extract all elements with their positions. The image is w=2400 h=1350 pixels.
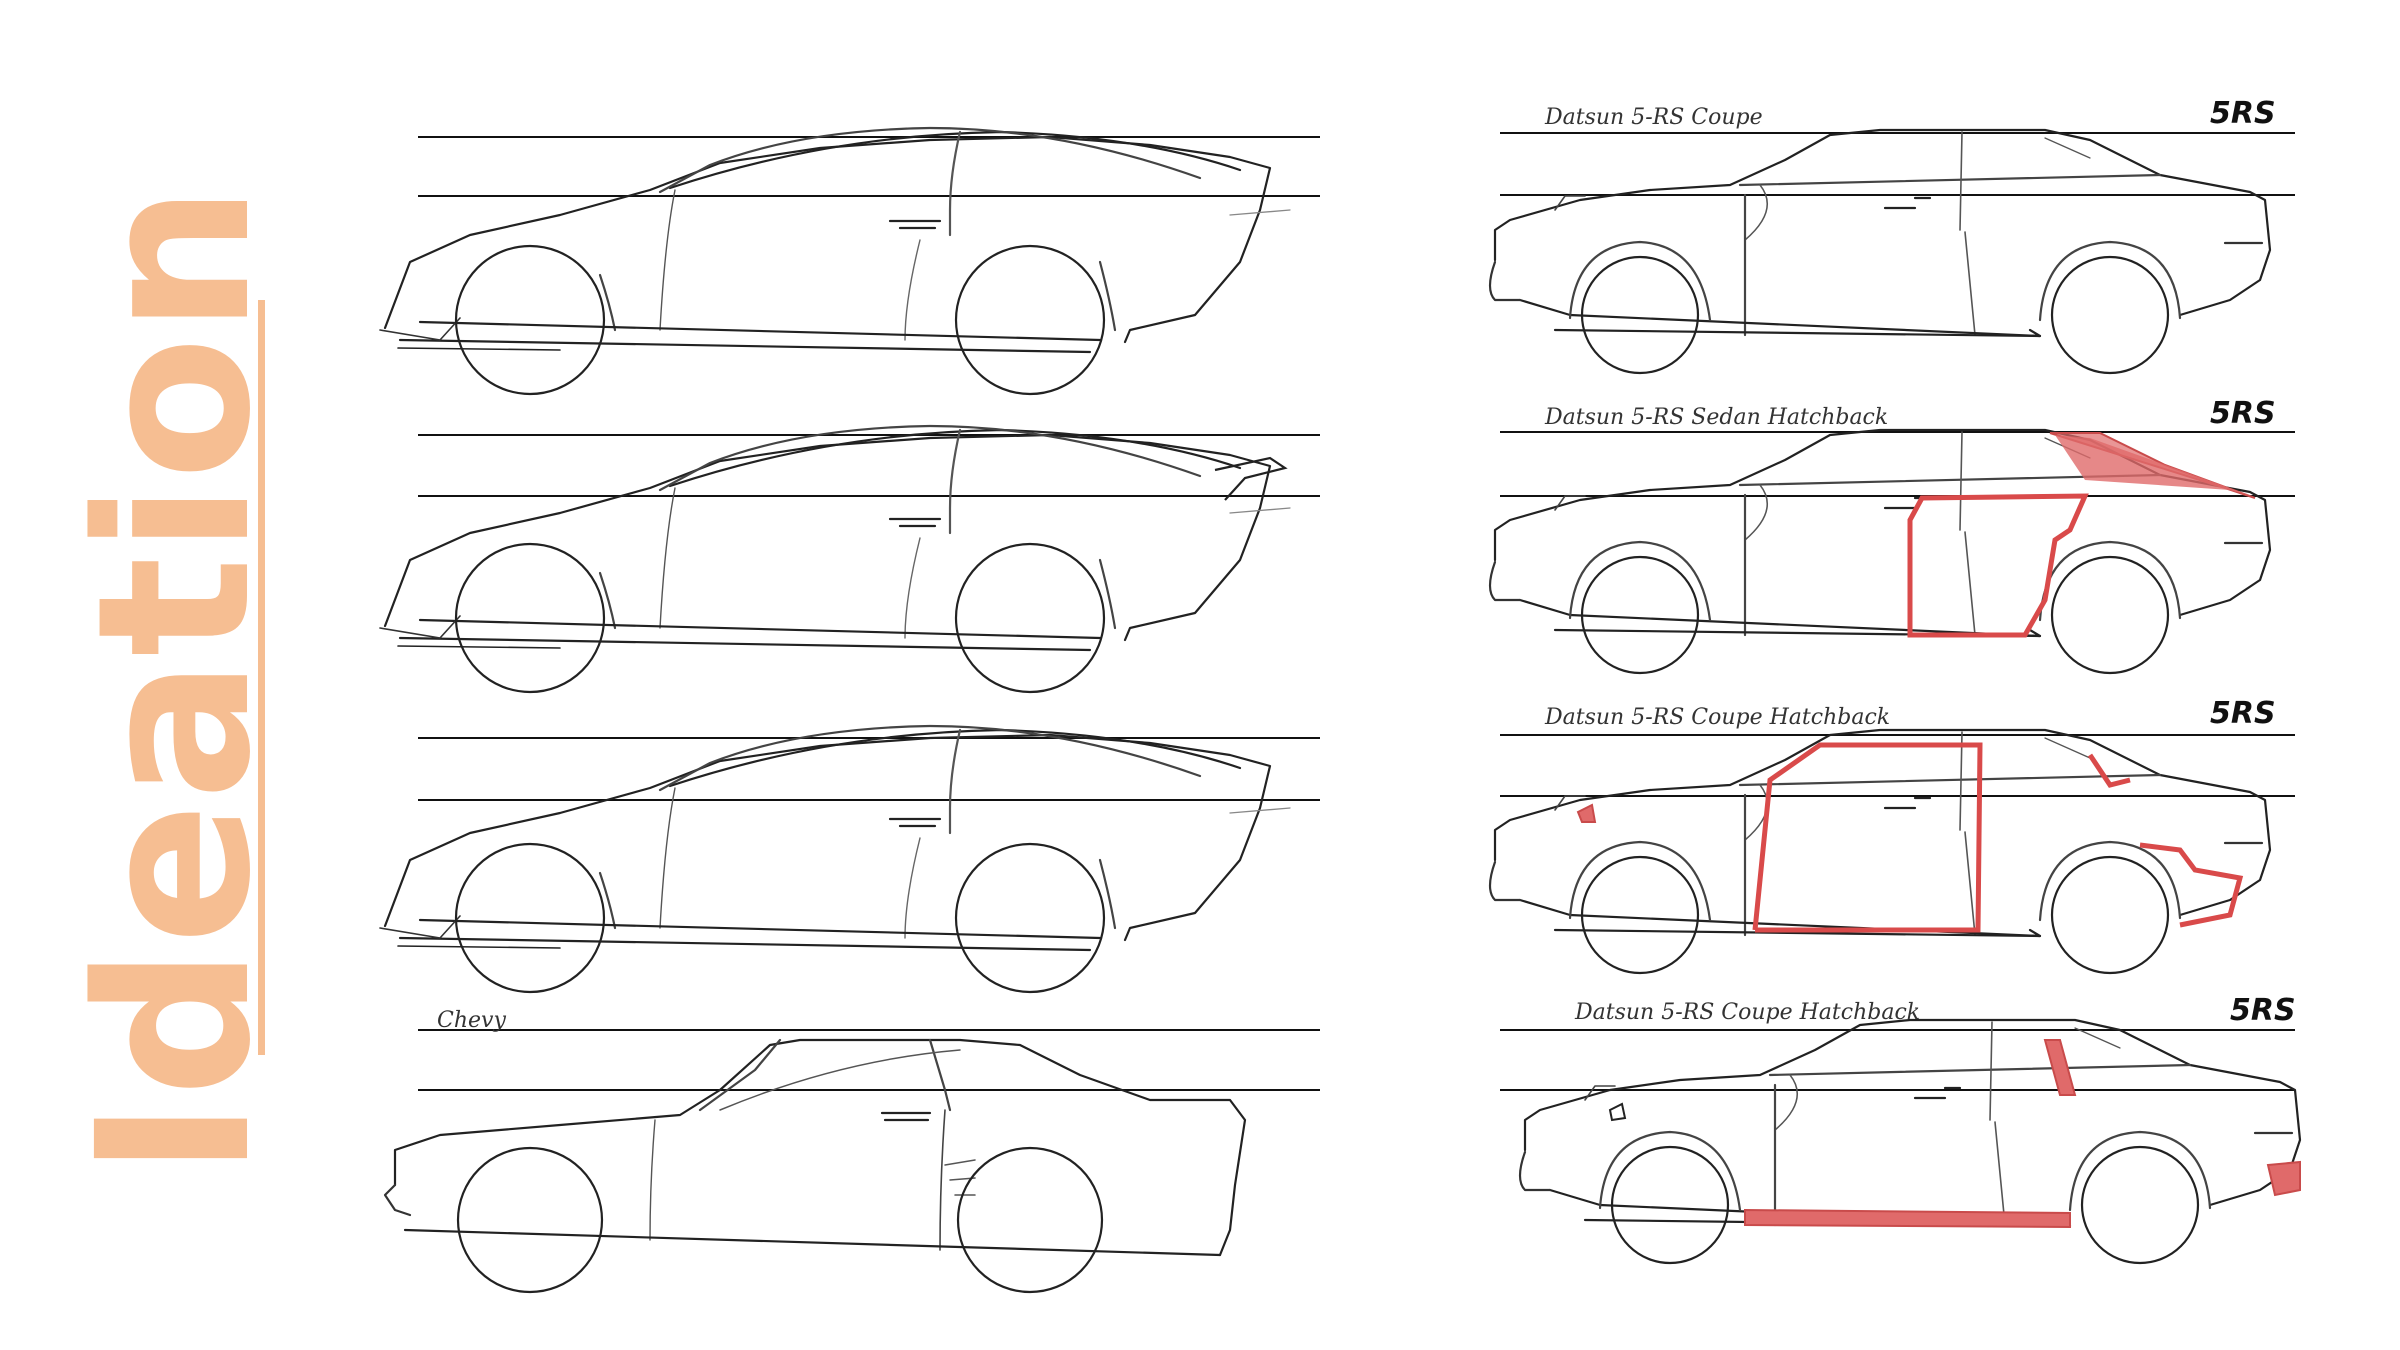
sketch-right-3 xyxy=(1488,728,2272,975)
sketch-left-2 xyxy=(378,424,1292,694)
title-block: Ideation xyxy=(52,183,297,1178)
caption-right-4: Datsun 5-RS Coupe Hatchback xyxy=(1575,1000,1921,1025)
sketch-left-1 xyxy=(378,126,1292,396)
highlight-door xyxy=(1907,493,2089,638)
brand-logo-2: 5RS xyxy=(2210,396,2276,431)
guide-lines xyxy=(418,132,2295,1091)
sketch-chevy xyxy=(383,1038,1247,1294)
sketch-right-1 xyxy=(1488,128,2272,375)
caption-right-1: Datsun 5-RS Coupe xyxy=(1545,105,1763,130)
caption-right-2: Datsun 5-RS Sedan Hatchback xyxy=(1545,405,1889,430)
caption-right-3: Datsun 5-RS Coupe Hatchback xyxy=(1545,705,1891,730)
sketch-right-4 xyxy=(1518,1018,2302,1265)
highlight-cabin xyxy=(1752,742,1983,933)
title-underline xyxy=(258,300,265,1055)
highlight-rear xyxy=(2139,842,2244,928)
brand-logo-4: 5RS xyxy=(2230,993,2296,1028)
sketch-right-2 xyxy=(1488,428,2272,675)
highlight-sill xyxy=(1744,1208,2071,1229)
sketch-left-3 xyxy=(378,724,1292,994)
caption-chevy: Chevy xyxy=(437,1008,506,1033)
brand-logo-1: 5RS xyxy=(2210,96,2276,131)
spoiler xyxy=(1214,456,1288,501)
brand-logo-3: 5RS xyxy=(2210,696,2276,731)
